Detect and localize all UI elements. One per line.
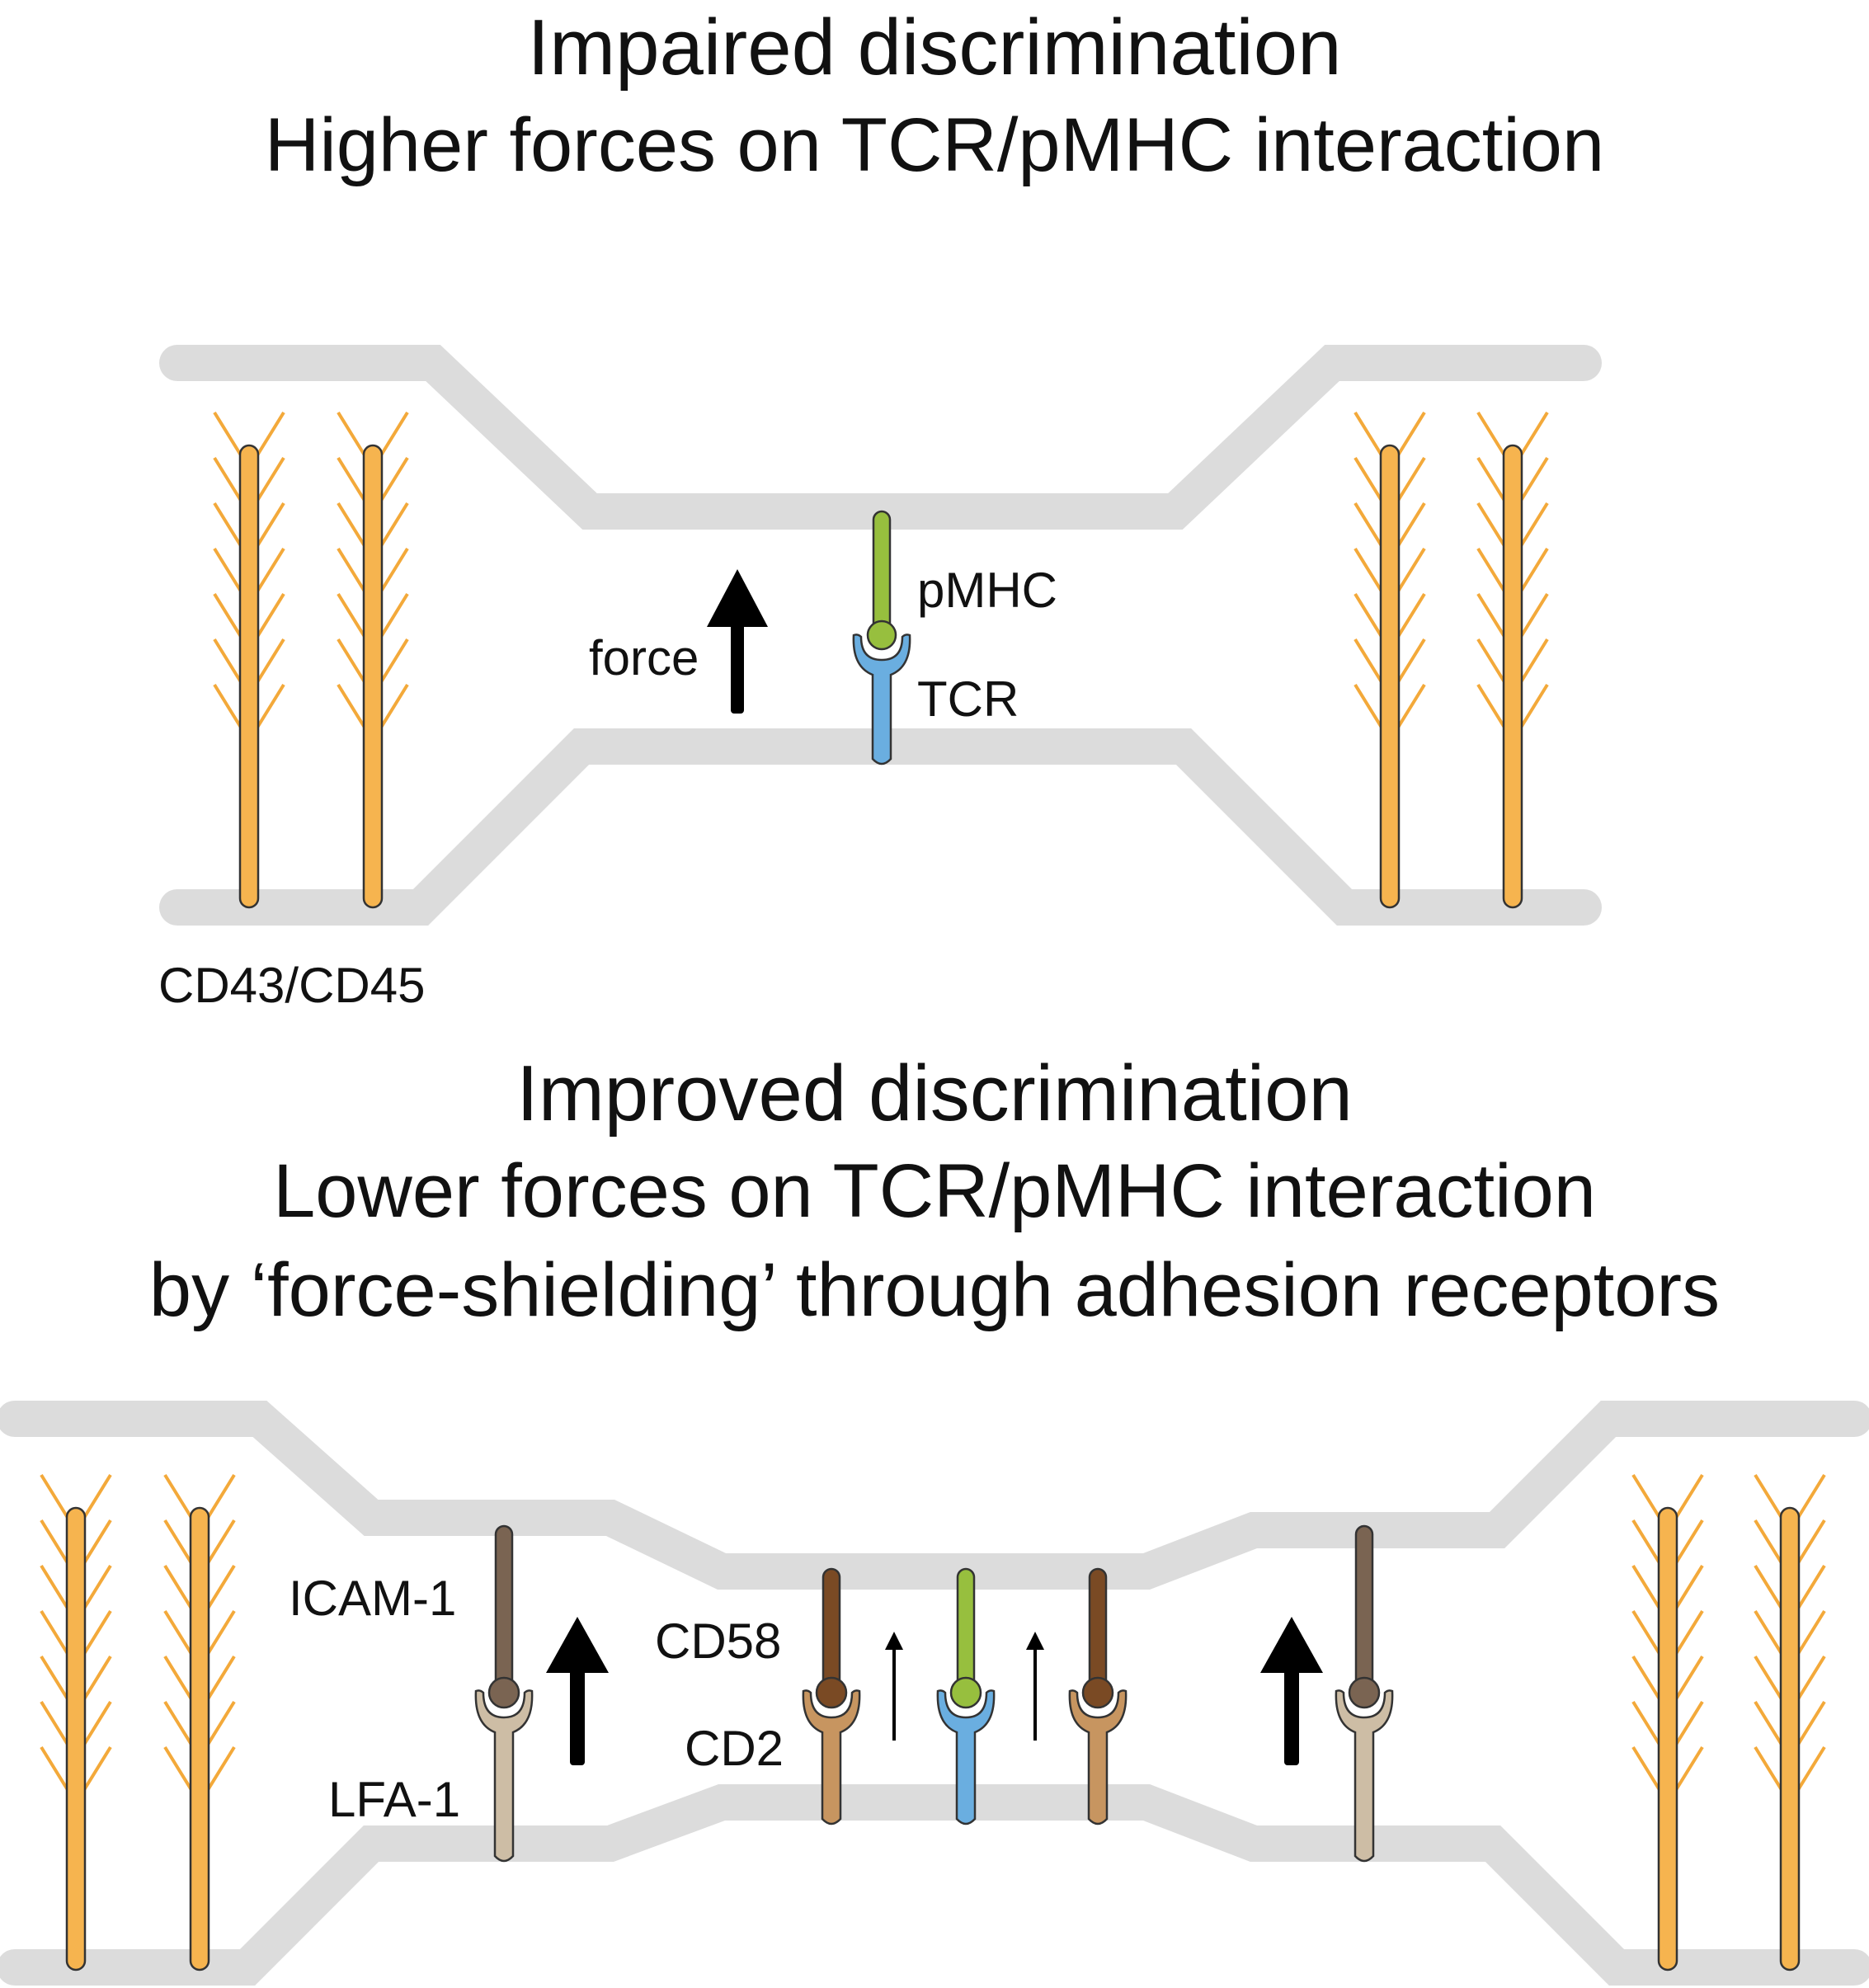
bottom-subtitle-line2: by ‘force-shielding’ through adhesion re…: [148, 1248, 1721, 1332]
lfa1-molecule-left: [474, 1689, 534, 1863]
cd58-molecule-left: [815, 1567, 848, 1709]
glycocalyx-molecule: [1754, 1473, 1826, 1972]
lfa1-molecule-right: [1335, 1689, 1394, 1863]
top-heading: Impaired discrimination: [527, 3, 1342, 92]
top-lower-membrane: [159, 728, 1602, 926]
tcr-molecule: [852, 634, 911, 766]
glycocalyx-molecule: [1631, 1473, 1704, 1972]
pmhc-label: pMHC: [917, 563, 1058, 618]
cd58-molecule-right: [1081, 1567, 1114, 1709]
icam1-label: ICAM-1: [289, 1571, 457, 1626]
bottom-heading: Improved discrimination: [516, 1049, 1353, 1138]
tcr-label: TCR: [917, 671, 1019, 727]
bottom-lower-membrane: [0, 1784, 1869, 1986]
icam1-molecule-left: [487, 1524, 520, 1709]
force-arrow: [707, 569, 768, 714]
cd2-molecule-left: [802, 1689, 861, 1825]
lfa1-label: LFA-1: [328, 1772, 461, 1827]
glycocalyx-molecule: [213, 411, 285, 909]
cd2-label: CD2: [685, 1721, 784, 1776]
cd58-label: CD58: [655, 1613, 782, 1669]
glycocalyx-molecule: [1353, 411, 1426, 909]
glycocalyx-label: CD43/CD45: [158, 958, 426, 1013]
force-arrow-small-right: [1026, 1632, 1044, 1741]
top-subtitle: Higher forces on TCR/pMHC interaction: [264, 103, 1605, 187]
tcr-molecule-bottom: [936, 1689, 996, 1825]
force-arrow-large-left: [546, 1617, 609, 1765]
glycocalyx-molecule: [1476, 411, 1549, 909]
bottom-upper-membrane: [0, 1401, 1869, 1590]
glycocalyx-molecule: [337, 411, 409, 909]
glycocalyx-molecule: [40, 1473, 112, 1972]
icam1-molecule-right: [1348, 1524, 1381, 1709]
force-arrow-large-right: [1260, 1617, 1323, 1765]
bottom-subtitle-line1: Lower forces on TCR/pMHC interaction: [273, 1149, 1596, 1233]
pmhc-molecule: [866, 510, 897, 651]
pmhc-molecule-bottom: [949, 1567, 982, 1709]
cd2-molecule-right: [1068, 1689, 1128, 1825]
glycocalyx-molecule: [163, 1473, 236, 1972]
force-label: force: [589, 630, 699, 685]
force-arrow-small-left: [885, 1632, 903, 1741]
